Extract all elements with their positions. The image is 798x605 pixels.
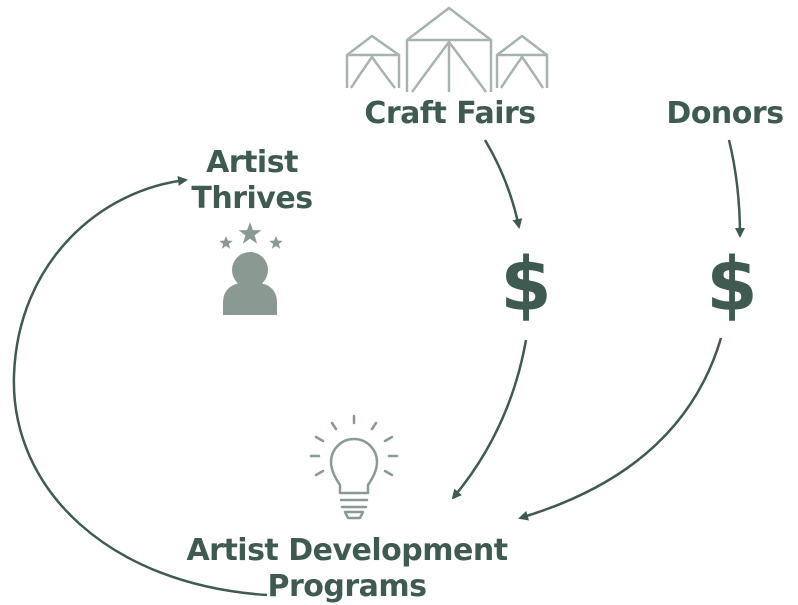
arrow-donor-money-to-programs xyxy=(518,337,723,521)
artist-thrives-line2: Thrives xyxy=(191,181,313,216)
arrow-programs-to-artist-thrives xyxy=(12,175,268,597)
donors-money-icon: $ xyxy=(706,242,758,328)
tents-icon xyxy=(345,6,549,93)
craft-fairs-money-icon: $ xyxy=(500,242,552,328)
programs-line1: Artist Development xyxy=(186,533,508,568)
donors-label: Donors xyxy=(666,96,784,131)
craft-fairs-label: Craft Fairs xyxy=(364,96,536,131)
artist-thrives-label: Artist Thrives xyxy=(185,145,319,217)
programs-line2: Programs xyxy=(267,569,427,604)
artist-thrives-line1: Artist xyxy=(206,145,298,180)
arrow-fair-money-to-programs xyxy=(451,339,528,500)
arrow-craft-fairs-to-money xyxy=(483,139,523,229)
artist-development-programs-label: Artist Development Programs xyxy=(180,533,514,605)
lightbulb-icon xyxy=(309,414,399,520)
person-with-stars-icon xyxy=(219,222,283,315)
arrow-donors-to-money xyxy=(727,139,745,238)
